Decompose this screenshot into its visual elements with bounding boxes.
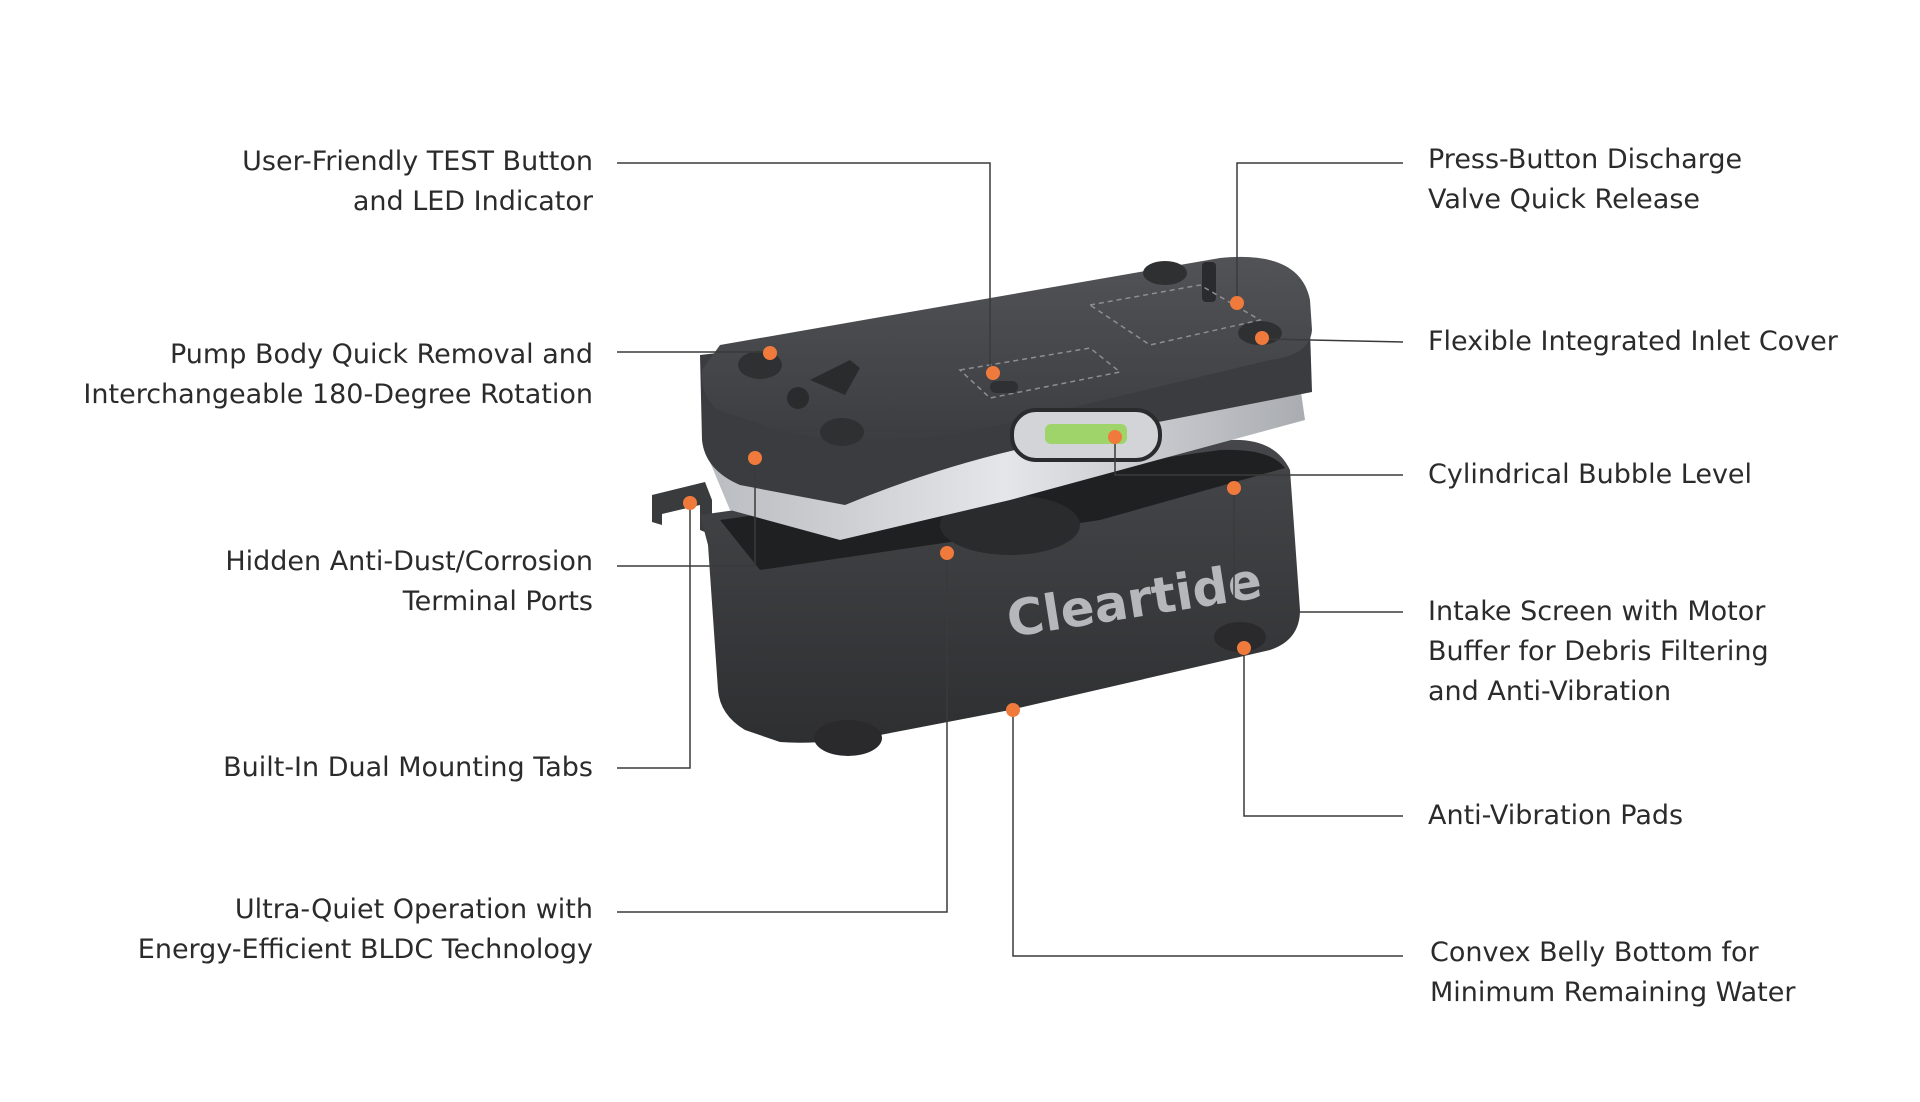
label-inlet-cover: Flexible Integrated Inlet Cover xyxy=(1428,322,1838,362)
label-line: Energy-Efficient BLDC Technology xyxy=(137,934,593,965)
label-quick-removal: Pump Body Quick Removal and Interchangea… xyxy=(83,335,593,415)
leader-test-button xyxy=(617,162,991,373)
label-test-button: User-Friendly TEST Button and LED Indica… xyxy=(242,142,593,222)
dot-anti-vibration-pads xyxy=(1237,641,1251,655)
label-line: Ultra-Quiet Operation with xyxy=(234,894,593,925)
leader-convex-belly xyxy=(1012,710,1403,957)
leader-inlet-cover xyxy=(1261,338,1404,343)
label-line: Intake Screen with Motor xyxy=(1428,596,1766,627)
callout-dots xyxy=(683,296,1269,717)
label-bubble-level: Cylindrical Bubble Level xyxy=(1428,455,1752,495)
dot-test-button xyxy=(986,366,1000,380)
leader-terminal-ports xyxy=(617,458,756,567)
lid-top xyxy=(701,256,1312,441)
dot-intake-screen xyxy=(1227,481,1241,495)
discharge-nozzle xyxy=(1202,262,1216,302)
foot-left xyxy=(814,720,882,756)
label-line: Built-In Dual Mounting Tabs xyxy=(223,752,593,783)
lid-foot-3 xyxy=(1143,261,1187,285)
label-line: Terminal Ports xyxy=(402,586,593,617)
label-ultra-quiet: Ultra-Quiet Operation with Energy-Effici… xyxy=(138,890,593,970)
dot-quick-removal xyxy=(763,346,777,360)
pump-illustration: Cleartide xyxy=(652,256,1312,756)
dot-discharge-valve xyxy=(1230,296,1244,310)
label-line: Interchangeable 180-Degree Rotation xyxy=(83,379,593,410)
test-button-shape xyxy=(990,381,1018,393)
leader-anti-vibration-pads xyxy=(1243,648,1403,817)
leader-intake-screen xyxy=(1233,488,1403,613)
label-intake-screen: Intake Screen with Motor Buffer for Debr… xyxy=(1428,592,1769,712)
bubble-level-vial xyxy=(1045,424,1127,444)
label-line: Pump Body Quick Removal and xyxy=(170,339,593,370)
leader-bubble-level xyxy=(1114,437,1403,476)
label-line: Convex Belly Bottom for xyxy=(1430,937,1759,968)
dot-inlet-cover xyxy=(1255,331,1269,345)
label-line: Valve Quick Release xyxy=(1428,184,1701,215)
lid-foot-2 xyxy=(820,418,864,446)
release-lever xyxy=(810,360,860,395)
dot-bubble-level xyxy=(1108,430,1122,444)
dot-ultra-quiet xyxy=(940,546,954,560)
leader-discharge-valve xyxy=(1236,162,1403,303)
label-line: Flexible Integrated Inlet Cover xyxy=(1428,326,1838,357)
label-convex-belly: Convex Belly Bottom for Minimum Remainin… xyxy=(1430,933,1795,1013)
inlet-panel-outline xyxy=(1088,284,1263,346)
motor-housing xyxy=(940,495,1080,555)
label-anti-vibration-pads: Anti-Vibration Pads xyxy=(1428,796,1683,836)
label-line: Hidden Anti-Dust/Corrosion xyxy=(225,546,593,577)
label-terminal-ports: Hidden Anti-Dust/Corrosion Terminal Port… xyxy=(225,542,593,622)
release-knob xyxy=(787,387,809,409)
foot-right xyxy=(1214,622,1266,652)
mounting-tab xyxy=(652,482,712,535)
label-line: and LED Indicator xyxy=(352,186,593,217)
label-line: Minimum Remaining Water xyxy=(1430,977,1796,1008)
dot-mounting-tabs xyxy=(683,496,697,510)
label-line: Cylindrical Bubble Level xyxy=(1428,459,1753,490)
test-panel-outline xyxy=(958,347,1122,399)
label-line: Press-Button Discharge xyxy=(1428,144,1743,175)
label-line: Buffer for Debris Filtering xyxy=(1428,636,1769,667)
label-discharge-valve: Press-Button Discharge Valve Quick Relea… xyxy=(1428,140,1742,220)
leader-mounting-tabs xyxy=(617,503,691,769)
label-mounting-tabs: Built-In Dual Mounting Tabs xyxy=(223,748,593,788)
label-line: and Anti-Vibration xyxy=(1428,676,1672,707)
dot-terminal-ports xyxy=(748,451,762,465)
dot-convex-belly xyxy=(1006,703,1020,717)
label-line: User-Friendly TEST Button xyxy=(242,146,593,177)
leader-ultra-quiet xyxy=(617,553,948,913)
leader-lines xyxy=(617,162,1404,957)
label-line: Anti-Vibration Pads xyxy=(1428,800,1684,831)
